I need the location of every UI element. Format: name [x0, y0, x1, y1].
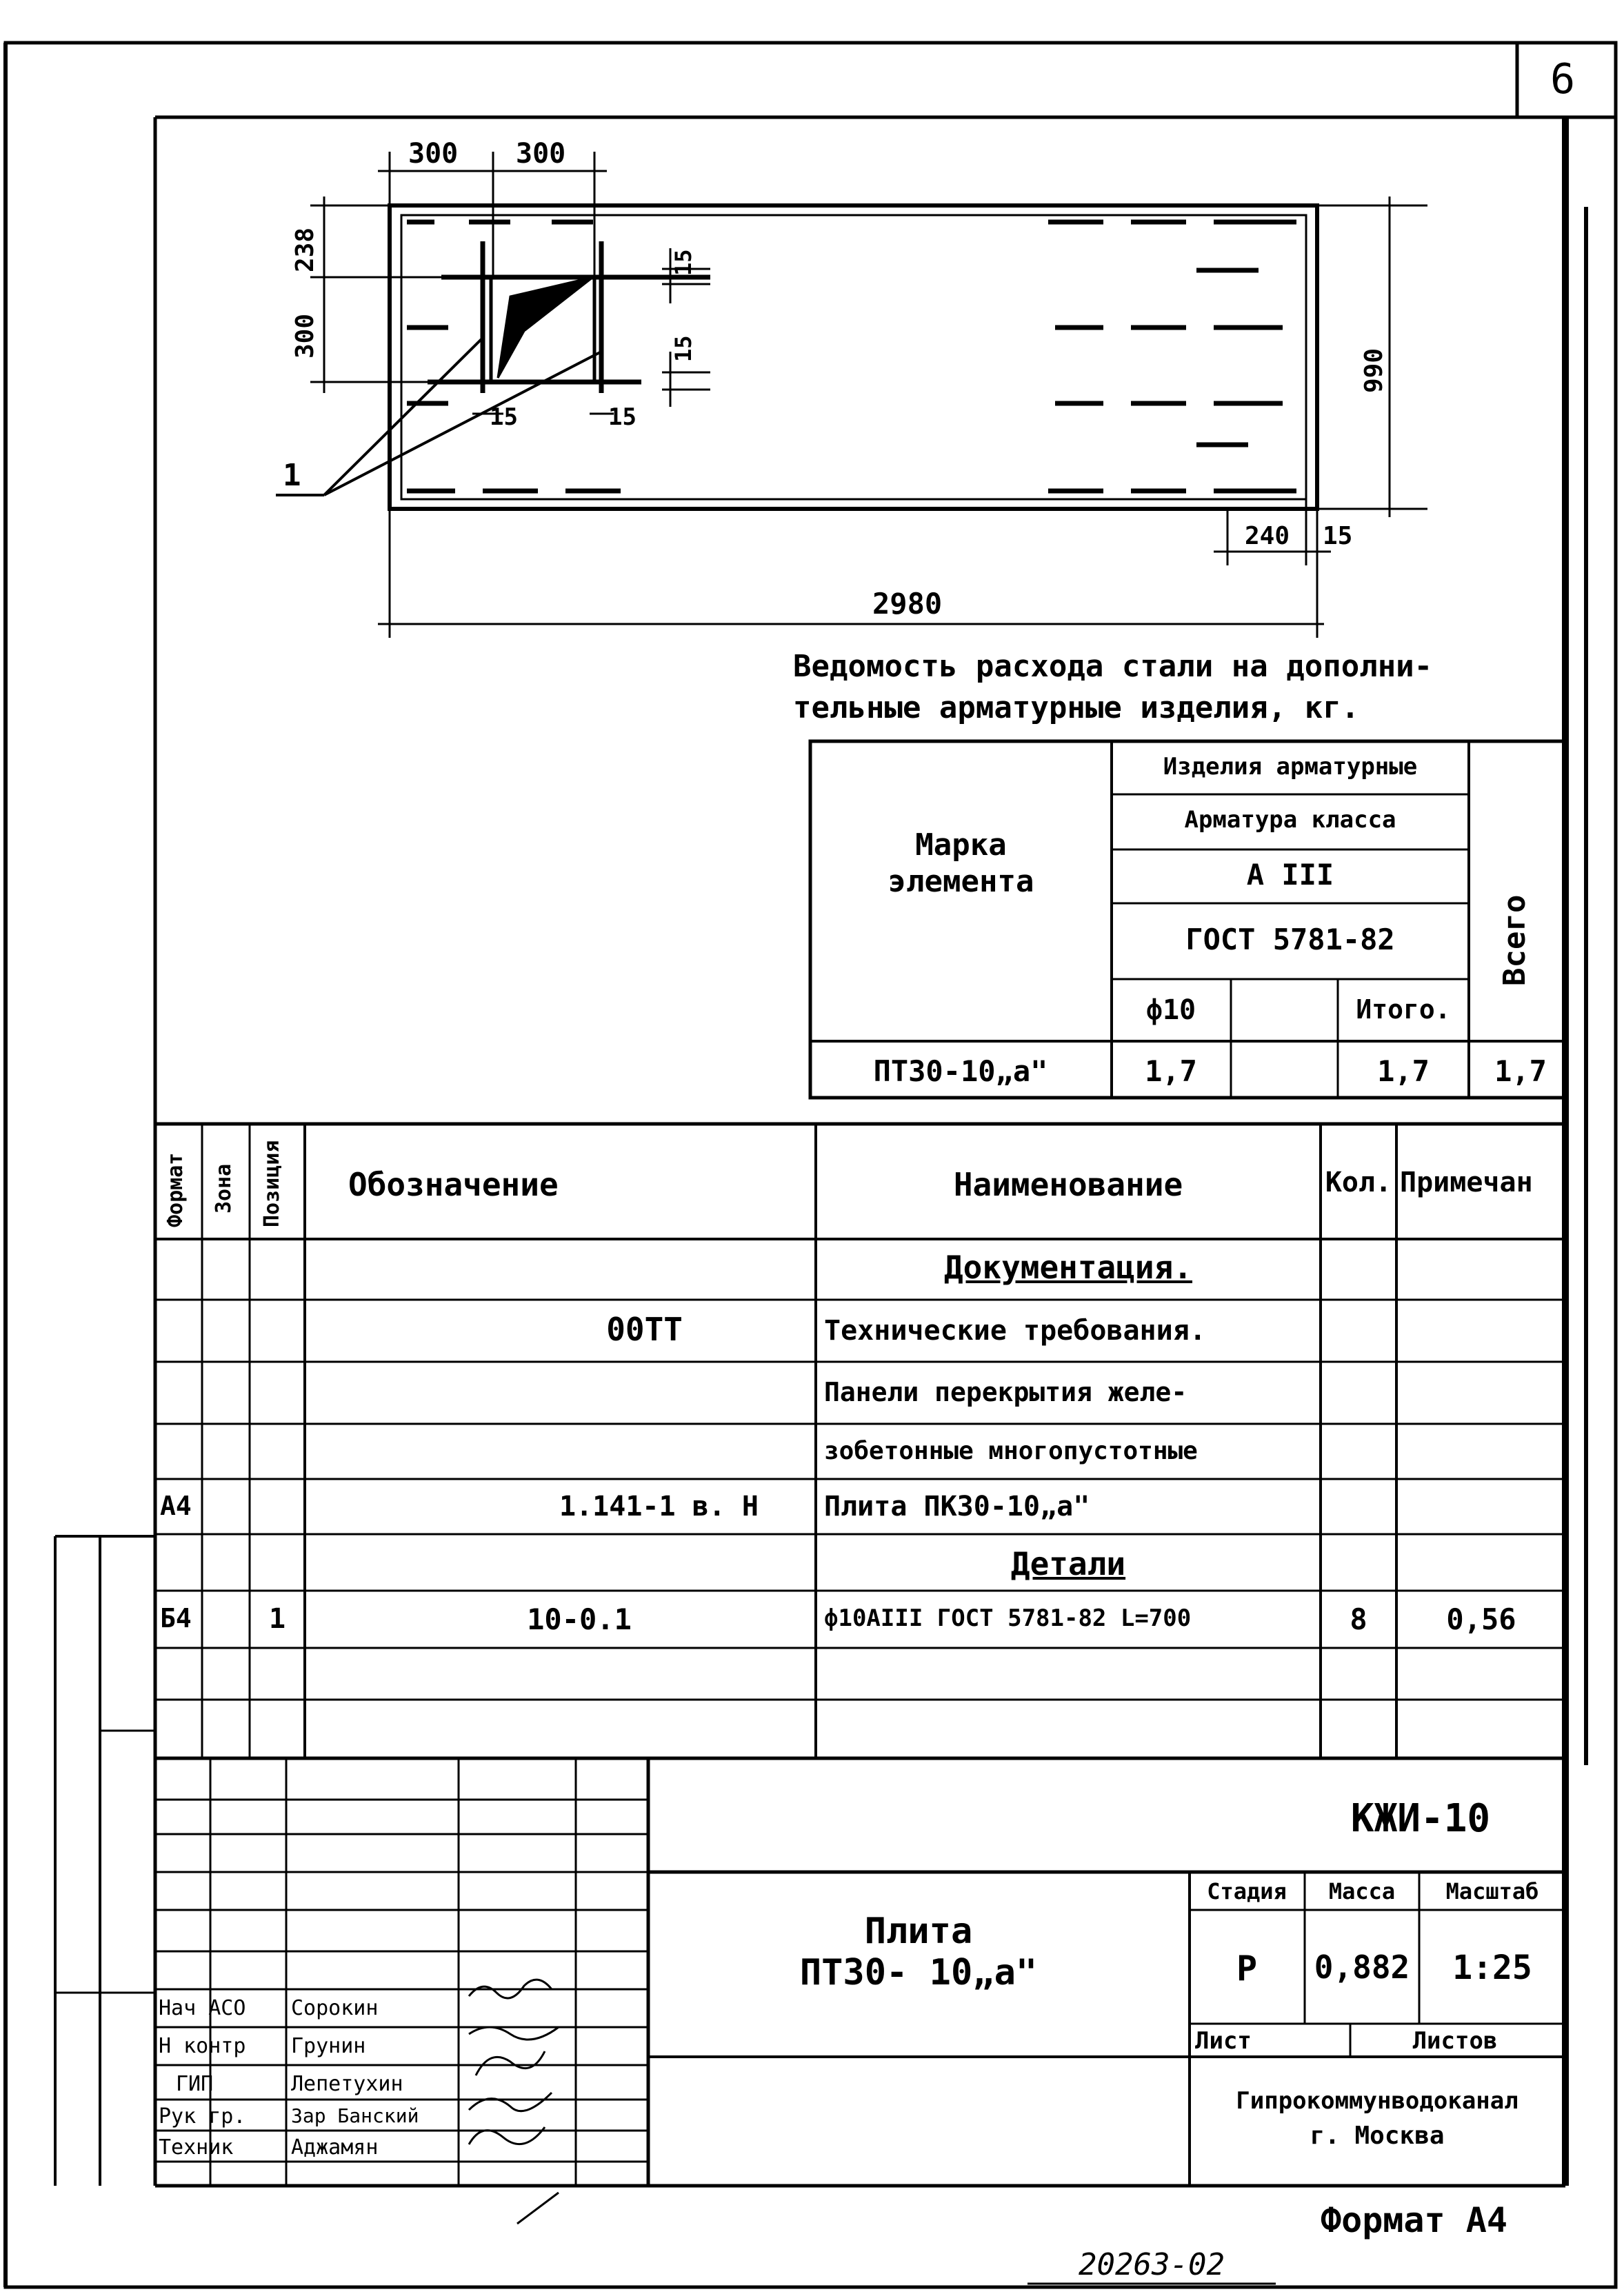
steel-row-itogo: 1,7 — [1377, 1054, 1430, 1088]
title-product-1: Плита — [864, 1911, 973, 1952]
signer-name-4: Зар Банский — [291, 2104, 419, 2127]
spec-row-6-name: Детали — [1010, 1545, 1126, 1582]
steel-table-title-1: Ведомость расхода стали на дополни- — [793, 649, 1433, 684]
steel-row-mark: ПТ30-10„а" — [873, 1054, 1048, 1088]
title-stage: Р — [1236, 1949, 1258, 1989]
steel-header-itogo: Итого. — [1356, 994, 1451, 1025]
spec-row-1-name: Документация. — [943, 1249, 1193, 1286]
steel-header-phi: ф10 — [1145, 994, 1196, 1026]
spec-header-zone: Зона — [212, 1163, 236, 1214]
signer-name-1: Сорокин — [291, 1996, 379, 2020]
steel-header-products: Изделия арматурные — [1163, 753, 1418, 781]
title-code: КЖИ-10 — [1350, 1796, 1491, 1841]
steel-header-total: Всего — [1497, 894, 1532, 986]
title-sheet-label: Лист — [1195, 2027, 1252, 2055]
spec-row-7-qty: 8 — [1350, 1602, 1367, 1636]
steel-header-gost: ГОСТ 5781-82 — [1185, 923, 1395, 956]
spec-row-2-name: Технические требования. — [824, 1315, 1206, 1347]
sheet-number: 6 — [1550, 55, 1576, 103]
steel-header-class: Арматура класса — [1184, 806, 1396, 834]
spec-header-format: Формат — [163, 1152, 188, 1227]
spec-row-7-name: ф10АIII ГОСТ 5781-82 L=700 — [824, 1604, 1192, 1632]
spec-row-5-format: А4 — [160, 1491, 192, 1521]
dim-bottom-offset: 240 — [1245, 522, 1290, 550]
spec-row-5-name: Плита ПК30-10„а" — [824, 1491, 1090, 1522]
title-stage-label: Стадия — [1207, 1878, 1287, 1904]
title-sheets-label: Листов — [1412, 2027, 1498, 2055]
dim-top-right: 300 — [516, 138, 566, 170]
signer-role-3: ГИП — [176, 2072, 214, 2096]
title-scale-label: Масштаб — [1445, 1878, 1539, 1904]
steel-table-title-2: тельные арматурные изделия, кг. — [793, 690, 1360, 725]
signer-role-5: Техник — [159, 2135, 234, 2160]
signer-name-3: Лепетухин — [291, 2072, 403, 2096]
signer-role-2: Н контр — [159, 2034, 246, 2058]
dim-left-upper: 238 — [291, 227, 319, 272]
signer-role-4: Рук гр. — [159, 2104, 246, 2129]
signer-name-5: Аджамян — [291, 2135, 379, 2160]
steel-header-mark-text: Марка элемента — [888, 827, 1034, 899]
title-org-1: Гипрокоммунводоканал — [1236, 2087, 1518, 2115]
signer-role-1: Нач АСО — [159, 1996, 246, 2020]
dim-top-left: 300 — [408, 138, 459, 170]
dim-gap-b: 15 — [670, 335, 696, 362]
spec-row-7-format: Б4 — [160, 1603, 192, 1633]
dim-gap-a: 15 — [670, 249, 696, 276]
spec-header-name: Наименование — [953, 1166, 1183, 1203]
format-label: Формат А4 — [1321, 2200, 1507, 2240]
dim-bottom-gap: 15 — [1323, 522, 1353, 550]
spec-row-4-name: зобетонные многопустотные — [824, 1437, 1198, 1465]
steel-header-mark: Марка элемента — [810, 827, 1112, 901]
archive-number: 20263-02 — [1079, 2247, 1225, 2282]
signer-name-2: Грунин — [291, 2034, 366, 2058]
steel-row-total: 1,7 — [1494, 1054, 1547, 1088]
steel-header-class-value: А III — [1246, 858, 1334, 892]
dim-left-lower: 300 — [291, 313, 319, 359]
spec-row-5-designation: 1.141-1 в. Н — [559, 1491, 759, 1522]
spec-row-7-note: 0,56 — [1446, 1602, 1516, 1636]
spec-header-note: Примечан — [1400, 1167, 1533, 1198]
spec-header-position: Позиция — [260, 1140, 284, 1227]
steel-row-phi10: 1,7 — [1145, 1054, 1197, 1088]
spec-header-designation: Обозначение — [348, 1166, 559, 1203]
dim-overall-length: 2980 — [872, 587, 943, 621]
spec-row-2-designation: 00ТТ — [606, 1311, 683, 1348]
spec-row-3-name: Панели перекрытия желе- — [824, 1377, 1187, 1407]
title-mass-label: Масса — [1328, 1878, 1396, 1904]
leader-label: 1 — [283, 458, 301, 493]
title-org-2: г. Москва — [1310, 2122, 1445, 2150]
title-product-2: ПТ30- 10„а" — [799, 1952, 1038, 1993]
title-mass: 0,882 — [1314, 1949, 1410, 1986]
dim-gap-d: 15 — [608, 403, 636, 431]
spec-row-7-designation: 10-0.1 — [527, 1602, 632, 1636]
title-scale: 1:25 — [1452, 1949, 1532, 1987]
spec-header-qty: Кол. — [1325, 1167, 1392, 1198]
dim-gap-c: 15 — [490, 403, 518, 431]
dim-right-height: 990 — [1360, 348, 1388, 393]
spec-row-7-position: 1 — [268, 1603, 286, 1635]
